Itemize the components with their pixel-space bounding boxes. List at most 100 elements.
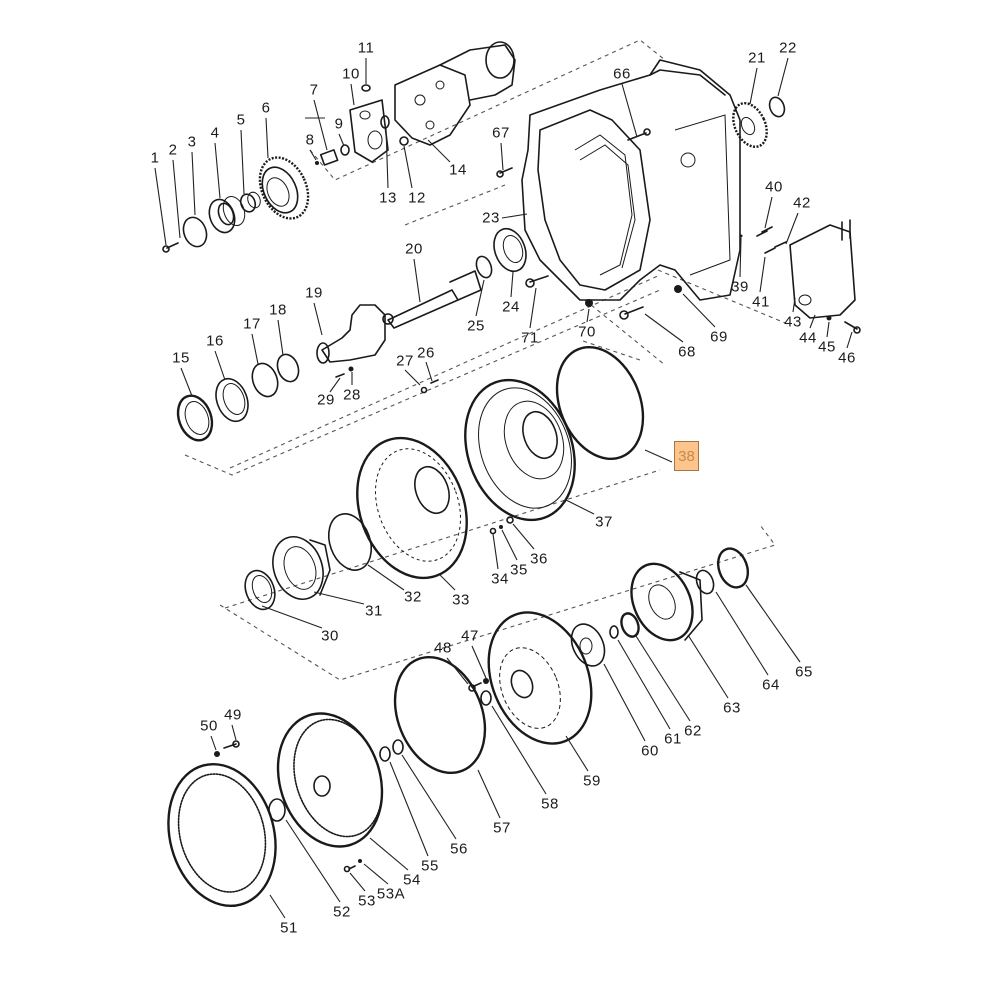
part-label-67[interactable]: 67: [492, 124, 510, 142]
part-flywheel-54: [276, 712, 384, 848]
part-label-57[interactable]: 57: [493, 819, 511, 837]
part-hub-19: [316, 304, 386, 364]
part-label-56[interactable]: 56: [450, 840, 468, 858]
part-label-53a[interactable]: 53A: [376, 885, 406, 903]
part-seal-15: [176, 394, 214, 442]
part-housing-23: [521, 59, 741, 301]
part-label-68[interactable]: 68: [678, 343, 696, 361]
part-label-17[interactable]: 17: [243, 315, 261, 333]
part-pump-14: [394, 41, 516, 146]
part-label-31[interactable]: 31: [365, 602, 383, 620]
part-ring-32: [327, 513, 373, 571]
part-label-8[interactable]: 8: [305, 131, 315, 149]
part-label-62[interactable]: 62: [684, 722, 702, 740]
part-label-25[interactable]: 25: [467, 317, 485, 335]
part-label-40[interactable]: 40: [765, 178, 783, 196]
part-label-71[interactable]: 71: [521, 329, 539, 347]
part-label-39[interactable]: 39: [731, 278, 749, 296]
part-ball-45: [826, 315, 832, 321]
part-label-55[interactable]: 55: [421, 857, 439, 875]
part-label-58[interactable]: 58: [541, 795, 559, 813]
part-ring-25: [475, 255, 493, 279]
part-ring-gear-51: [167, 762, 277, 908]
part-bushing-52: [268, 798, 286, 822]
part-hub-60: [570, 623, 606, 667]
part-label-5[interactable]: 5: [236, 111, 246, 129]
part-label-3[interactable]: 3: [187, 133, 197, 151]
part-oring-38: [555, 345, 645, 461]
part-label-27[interactable]: 27: [396, 352, 414, 370]
part-label-69[interactable]: 69: [710, 328, 728, 346]
part-seal-11: [361, 84, 371, 92]
part-label-53[interactable]: 53: [358, 892, 376, 910]
part-bearing-4: [208, 195, 246, 234]
part-spring-7: [315, 144, 350, 166]
part-label-36[interactable]: 36: [530, 550, 548, 568]
part-label-16[interactable]: 16: [206, 332, 224, 350]
part-label-43[interactable]: 43: [784, 313, 802, 331]
part-label-33[interactable]: 33: [452, 591, 470, 609]
part-label-24[interactable]: 24: [502, 298, 520, 316]
part-label-29[interactable]: 29: [317, 391, 335, 409]
part-label-22[interactable]: 22: [779, 39, 797, 57]
part-label-47[interactable]: 47: [461, 627, 479, 645]
part-label-1[interactable]: 1: [150, 149, 160, 167]
alignment-dashed-lines: [184, 39, 791, 681]
part-label-4[interactable]: 4: [210, 124, 220, 142]
part-label-66[interactable]: 66: [613, 65, 631, 83]
part-label-30[interactable]: 30: [321, 627, 339, 645]
part-label-60[interactable]: 60: [641, 742, 659, 760]
part-label-15[interactable]: 15: [172, 349, 190, 367]
part-screws-53: [343, 859, 362, 873]
part-label-18[interactable]: 18: [269, 301, 287, 319]
part-label-14[interactable]: 14: [449, 161, 467, 179]
part-bearing-24: [493, 227, 527, 273]
part-label-26[interactable]: 26: [417, 344, 435, 362]
part-label-19[interactable]: 19: [305, 284, 323, 302]
highlighted-part-label-38[interactable]: 38: [674, 441, 699, 471]
part-label-9[interactable]: 9: [334, 115, 344, 133]
part-label-59[interactable]: 59: [583, 772, 601, 790]
part-shaft-20: [382, 270, 482, 329]
part-label-32[interactable]: 32: [404, 588, 422, 606]
part-label-44[interactable]: 44: [799, 329, 817, 347]
part-label-61[interactable]: 61: [664, 730, 682, 748]
part-stator-31: [272, 536, 331, 600]
part-label-45[interactable]: 45: [818, 338, 836, 356]
part-label-49[interactable]: 49: [224, 706, 242, 724]
part-label-65[interactable]: 65: [795, 663, 813, 681]
part-spacer-5: [239, 191, 261, 213]
part-label-64[interactable]: 64: [762, 676, 780, 694]
part-label-50[interactable]: 50: [200, 717, 218, 735]
part-pins-26-29: [335, 366, 439, 394]
part-label-35[interactable]: 35: [510, 561, 528, 579]
part-label-46[interactable]: 46: [838, 349, 856, 367]
part-label-48[interactable]: 48: [434, 639, 452, 657]
part-label-13[interactable]: 13: [379, 189, 397, 207]
part-bolt-67: [496, 167, 513, 178]
part-label-70[interactable]: 70: [578, 323, 596, 341]
part-label-7[interactable]: 7: [309, 81, 319, 99]
part-label-6[interactable]: 6: [261, 99, 271, 117]
part-bolt-71: [525, 275, 549, 288]
part-label-41[interactable]: 41: [752, 293, 770, 311]
part-bearing-30: [244, 569, 276, 611]
part-label-52[interactable]: 52: [333, 903, 351, 921]
part-label-42[interactable]: 42: [793, 194, 811, 212]
part-label-37[interactable]: 37: [595, 513, 613, 531]
part-label-23[interactable]: 23: [482, 209, 500, 227]
part-label-21[interactable]: 21: [748, 49, 766, 67]
part-label-2[interactable]: 2: [168, 141, 178, 159]
part-label-54[interactable]: 54: [403, 871, 421, 889]
part-label-11[interactable]: 11: [357, 39, 375, 57]
part-label-28[interactable]: 28: [343, 386, 361, 404]
part-label-63[interactable]: 63: [723, 699, 741, 717]
part-label-51[interactable]: 51: [280, 919, 298, 937]
part-label-20[interactable]: 20: [405, 240, 423, 258]
part-valve-pins-39-42: [739, 226, 787, 254]
part-ring-22: [768, 96, 786, 118]
part-label-34[interactable]: 34: [491, 570, 509, 588]
part-label-12[interactable]: 12: [408, 189, 426, 207]
part-label-10[interactable]: 10: [342, 65, 360, 83]
